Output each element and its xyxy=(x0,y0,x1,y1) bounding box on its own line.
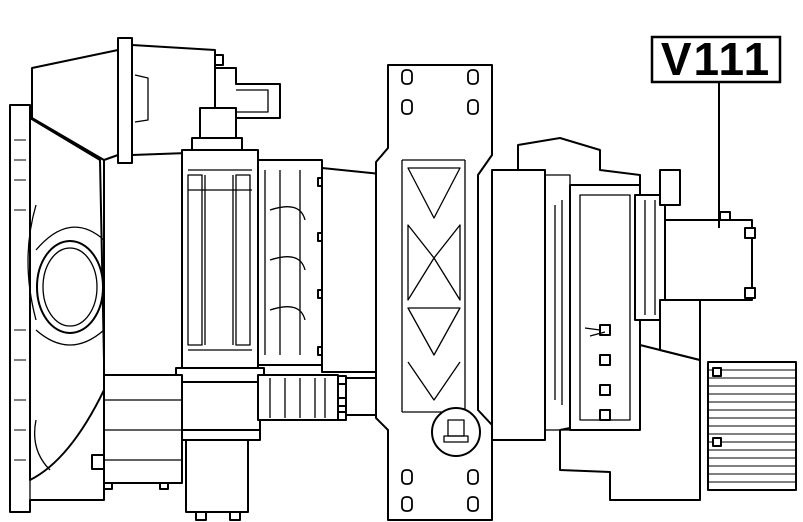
housing-port xyxy=(36,240,104,334)
lower-control-box xyxy=(91,374,183,490)
right-pump-housing xyxy=(491,137,701,501)
bolt-block xyxy=(257,374,391,421)
callout-box: V111 xyxy=(650,33,782,85)
valve-block-v111 xyxy=(659,211,756,361)
callout-label: V111 xyxy=(661,33,771,85)
bolted-flange xyxy=(257,159,391,373)
mounting-bracket xyxy=(375,64,493,521)
shaft-cylinder xyxy=(175,107,265,521)
cooler-fins xyxy=(707,361,797,491)
